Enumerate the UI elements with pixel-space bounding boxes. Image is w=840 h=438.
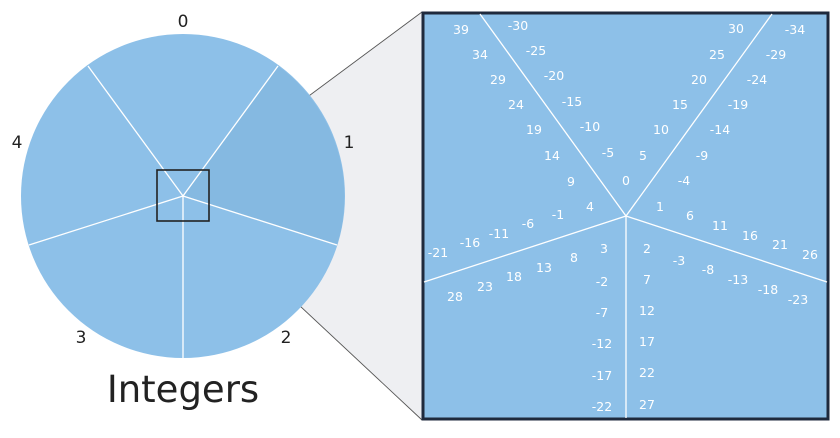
zoom-number: 23 [477, 279, 493, 294]
magnified-numbers: 39342924191494-1-6-11-16-21-30-25-20-15-… [428, 18, 818, 414]
zoom-number: -8 [702, 262, 715, 277]
zoom-spoke-3-4 [423, 215, 627, 283]
spoke-4-0 [87, 65, 184, 197]
wheel-label-3: 3 [76, 328, 87, 348]
zoom-number: -15 [562, 94, 582, 109]
zoom-number: 26 [802, 247, 818, 262]
zoom-number: -21 [428, 245, 448, 260]
zoom-number: 20 [691, 72, 707, 87]
zoom-number: 29 [490, 72, 506, 87]
zoom-number: 25 [709, 47, 725, 62]
zoom-number: 24 [508, 97, 524, 112]
zoom-number: 19 [526, 122, 542, 137]
zoom-number: 8 [570, 250, 578, 265]
zoom-number: -1 [552, 207, 564, 222]
zoom-number: 17 [639, 334, 655, 349]
zoom-number: -24 [747, 72, 767, 87]
zoom-number: -22 [592, 399, 612, 414]
zoom-number: -30 [508, 18, 528, 33]
zoom-number: 2 [643, 241, 651, 256]
zoom-number: 28 [447, 289, 463, 304]
zoom-number: -25 [526, 43, 546, 58]
zoom-number: 7 [643, 272, 651, 287]
zoom-number: 11 [712, 218, 728, 233]
zoom-number: -18 [758, 282, 778, 297]
wheel-label-1: 1 [344, 133, 355, 153]
zoom-spoke-1-2 [625, 215, 828, 283]
zoom-number: 16 [742, 228, 758, 243]
wheel-label-2: 2 [281, 328, 292, 348]
spoke-0-1 [182, 65, 279, 197]
zoom-number: 9 [567, 174, 575, 189]
zoom-number: 30 [728, 21, 744, 36]
wheel-label-4: 4 [12, 133, 23, 153]
zoom-number: -29 [766, 47, 786, 62]
zoom-spoke-4-0 [479, 13, 627, 217]
zoom-number: 10 [653, 122, 669, 137]
wheel-sector-1-highlight [183, 66, 345, 245]
zoom-number: -3 [673, 253, 685, 268]
zoom-number: 12 [639, 303, 655, 318]
zoom-number: 14 [544, 148, 560, 163]
zoom-number: 0 [622, 173, 630, 188]
zoom-number: 21 [772, 237, 788, 252]
zoom-number: -16 [460, 235, 480, 250]
zoom-number: -17 [592, 368, 612, 383]
zoom-number: -23 [788, 292, 808, 307]
zoom-number: -20 [544, 68, 564, 83]
zoom-number: -10 [580, 119, 600, 134]
zoom-number: -2 [596, 274, 608, 289]
integer-wheel [21, 34, 345, 358]
zoom-number: -34 [785, 22, 805, 37]
zoom-number: -11 [489, 226, 509, 241]
zoom-number: 6 [686, 208, 694, 223]
zoom-number: 3 [600, 241, 608, 256]
zoom-number: 39 [453, 22, 469, 37]
zoom-number: -7 [596, 305, 608, 320]
zoom-number: -19 [728, 97, 748, 112]
diagram-caption: Integers [107, 368, 259, 411]
zoom-number: -12 [592, 336, 612, 351]
zoom-number: -5 [602, 145, 614, 160]
zoom-region-box [156, 169, 210, 222]
zoom-number: 22 [639, 365, 655, 380]
zoom-number: -4 [678, 173, 691, 188]
zoom-spoke-0-1 [625, 13, 773, 217]
magnified-panel: 39342924191494-1-6-11-16-21-30-25-20-15-… [421, 11, 830, 421]
zoom-number: -6 [522, 216, 535, 231]
zoom-number: 4 [586, 199, 594, 214]
zoom-number: 1 [656, 199, 664, 214]
zoom-number: 15 [672, 97, 688, 112]
wheel-label-0: 0 [178, 12, 189, 32]
magnified-spokes [423, 13, 828, 418]
zoom-number: 34 [472, 47, 488, 62]
zoom-number: 13 [536, 260, 552, 275]
zoom-number: 27 [639, 397, 655, 412]
zoom-number: 18 [506, 269, 522, 284]
zoom-number: -9 [696, 148, 709, 163]
zoom-number: -14 [710, 122, 730, 137]
zoom-number: 5 [639, 148, 647, 163]
zoom-number: -13 [728, 272, 748, 287]
